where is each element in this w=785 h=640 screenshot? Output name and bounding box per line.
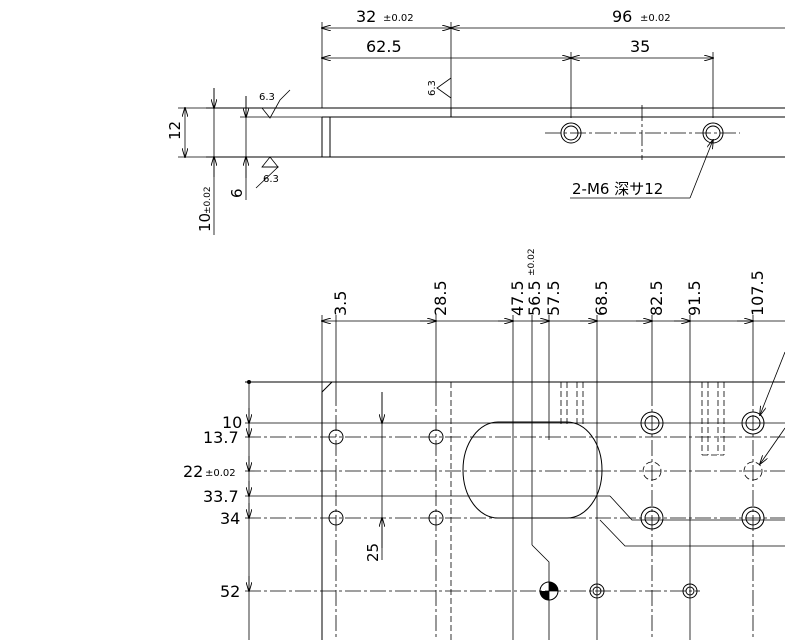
x-label-56-5: 56.5	[525, 280, 544, 316]
dim-6-label: 6	[228, 188, 246, 198]
y-label-33-7: 33.7	[203, 487, 239, 506]
y-tol-22: ±0.02	[205, 468, 236, 479]
x-label-3-5: 3.5	[331, 291, 350, 316]
dim-12-label: 12	[166, 121, 184, 140]
y-label-13-7: 13.7	[203, 428, 239, 447]
x-label-107-5: 107.5	[748, 270, 767, 316]
dim-96-label: 96	[612, 7, 632, 26]
y-label-52: 52	[220, 582, 240, 601]
roughness-left-bottom: 6.3	[263, 174, 279, 185]
x-label-91-5: 91.5	[685, 280, 704, 316]
thread-callout: 2-M6 深サ12	[572, 180, 663, 198]
y-label-22: 22	[183, 462, 203, 481]
y-label-10: 10	[222, 413, 242, 432]
x-label-82-5: 82.5	[647, 280, 666, 316]
side-view: 32 ±0.02 96 ±0.02 62.5 35 6.3 2-M6 深サ12	[166, 7, 785, 235]
roughness-left-top: 6.3	[259, 92, 275, 103]
dim-62-5-label: 62.5	[366, 37, 402, 56]
dim-35-label: 35	[630, 37, 650, 56]
plan-view: 3.5 28.5 47.5 56.5 ±0.02 57.5 68.5 82.5 …	[183, 248, 785, 640]
dim-32-label: 32	[356, 7, 376, 26]
dim-25-label: 25	[364, 543, 382, 562]
x-label-57-5: 57.5	[544, 280, 563, 316]
dim-96-tol: ±0.02	[640, 13, 671, 24]
x-label-47-5: 47.5	[508, 280, 527, 316]
dim-10-tol: ±0.02	[203, 186, 213, 214]
dim-32-tol: ±0.02	[383, 13, 414, 24]
dim-10-label: 10	[196, 213, 214, 232]
x-label-68-5: 68.5	[592, 280, 611, 316]
x-tol-56-5: ±0.02	[527, 248, 537, 276]
roughness-top-mid: 6.3	[427, 80, 438, 96]
y-label-34: 34	[220, 509, 240, 528]
x-label-28-5: 28.5	[431, 280, 450, 316]
